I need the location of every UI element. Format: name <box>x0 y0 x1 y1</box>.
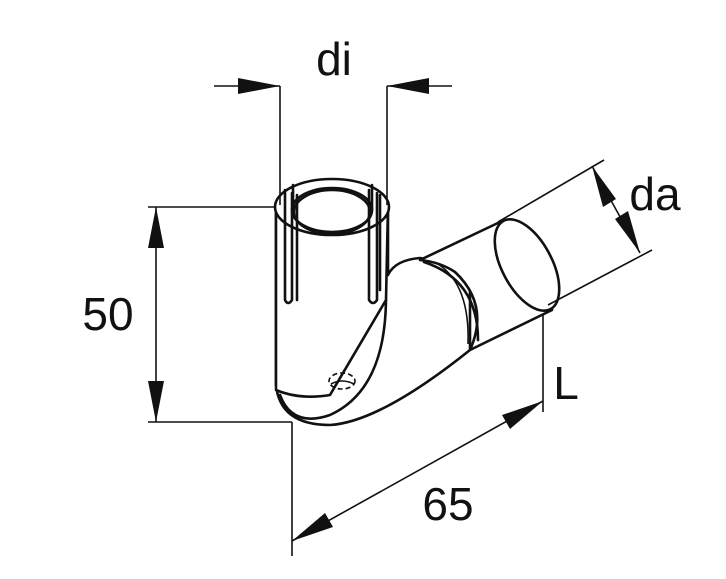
da-arrow-bottom <box>615 211 640 253</box>
di-arrow-left <box>238 78 280 94</box>
height-label: 50 <box>82 288 133 340</box>
elbow-body <box>273 177 561 427</box>
l-label: L <box>553 357 579 409</box>
dimension-length-offset: 65 <box>291 400 544 556</box>
branch-end-ellipse <box>493 218 561 312</box>
dimension-da: da <box>497 159 681 306</box>
vertical-pipe <box>274 203 390 398</box>
slot-left <box>283 183 299 305</box>
da-arrow-top <box>592 166 616 207</box>
top-inner-rim <box>292 188 372 236</box>
branch-pipe <box>418 220 554 352</box>
vent-hole <box>328 372 356 390</box>
vent-hole-curve <box>330 380 355 385</box>
di-arrow-right <box>387 78 429 94</box>
branch-ring-inner <box>437 263 469 345</box>
offset-label: 65 <box>422 478 473 530</box>
dimension-height: 50 <box>82 206 292 423</box>
height-arrow-top <box>148 207 164 248</box>
da-label: da <box>629 168 681 220</box>
height-arrow-bottom <box>148 381 164 422</box>
branch-ring <box>422 260 480 342</box>
slot-right <box>367 183 382 305</box>
offset-arrow-left <box>292 513 333 541</box>
dimension-di: di <box>214 33 452 205</box>
offset-arrow-right <box>502 401 543 429</box>
dimension-l: L <box>542 315 579 412</box>
elbow-inner-curve <box>278 298 388 420</box>
di-label: di <box>316 33 352 85</box>
